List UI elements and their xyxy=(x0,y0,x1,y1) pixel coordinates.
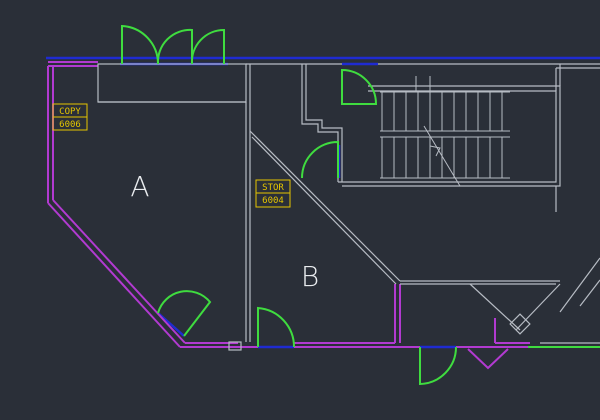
room-a-label: A xyxy=(130,170,149,203)
room-b-diagonal-wall-outer xyxy=(249,130,401,282)
door-swing-bottom xyxy=(419,346,457,386)
stair-enclosure-inner xyxy=(342,85,561,187)
column-marker xyxy=(509,313,531,335)
room-tag-name: COPY xyxy=(59,107,81,117)
stair-lobby-wall xyxy=(301,64,339,182)
room-tag-number: 6004 xyxy=(262,196,284,206)
magenta-triangle-bay xyxy=(467,348,509,370)
door-swing-room-a xyxy=(157,290,212,337)
door-swing-stair-side xyxy=(301,140,339,179)
far-right-diagonal-inner xyxy=(579,279,600,307)
wall-pier-marker xyxy=(228,341,242,351)
diagonal-magenta-wall-inner xyxy=(52,199,186,344)
door-swing-room-b xyxy=(257,306,296,348)
stair-enclosure xyxy=(338,90,557,183)
door-swing-top-3 xyxy=(190,28,225,65)
door-swing-top-2 xyxy=(156,28,193,65)
stair-break-line xyxy=(423,125,461,187)
room-tag-stor: STOR 6004 xyxy=(255,179,291,208)
stair-break-zigzag xyxy=(429,145,441,157)
room-tag-number: 6006 xyxy=(59,120,81,130)
door-swings xyxy=(121,24,600,386)
far-right-diagonal xyxy=(559,257,600,313)
right-bay-diagonal-2 xyxy=(515,283,561,331)
door-swing-stair-top xyxy=(341,68,378,105)
room-b-diagonal-wall-inner xyxy=(251,136,397,285)
stair-treads xyxy=(380,76,510,187)
stair-top-post xyxy=(415,76,431,93)
room-tag-name: STOR xyxy=(262,183,284,193)
room-b-label: B xyxy=(301,260,319,293)
stair-lobby-wall-inner xyxy=(305,64,343,182)
magenta-wall-lines xyxy=(47,61,530,370)
room-a-door-blue-wall xyxy=(157,312,185,337)
room-tag-copy: COPY 6006 xyxy=(52,103,88,131)
diagonal-magenta-wall-outer xyxy=(47,202,181,348)
